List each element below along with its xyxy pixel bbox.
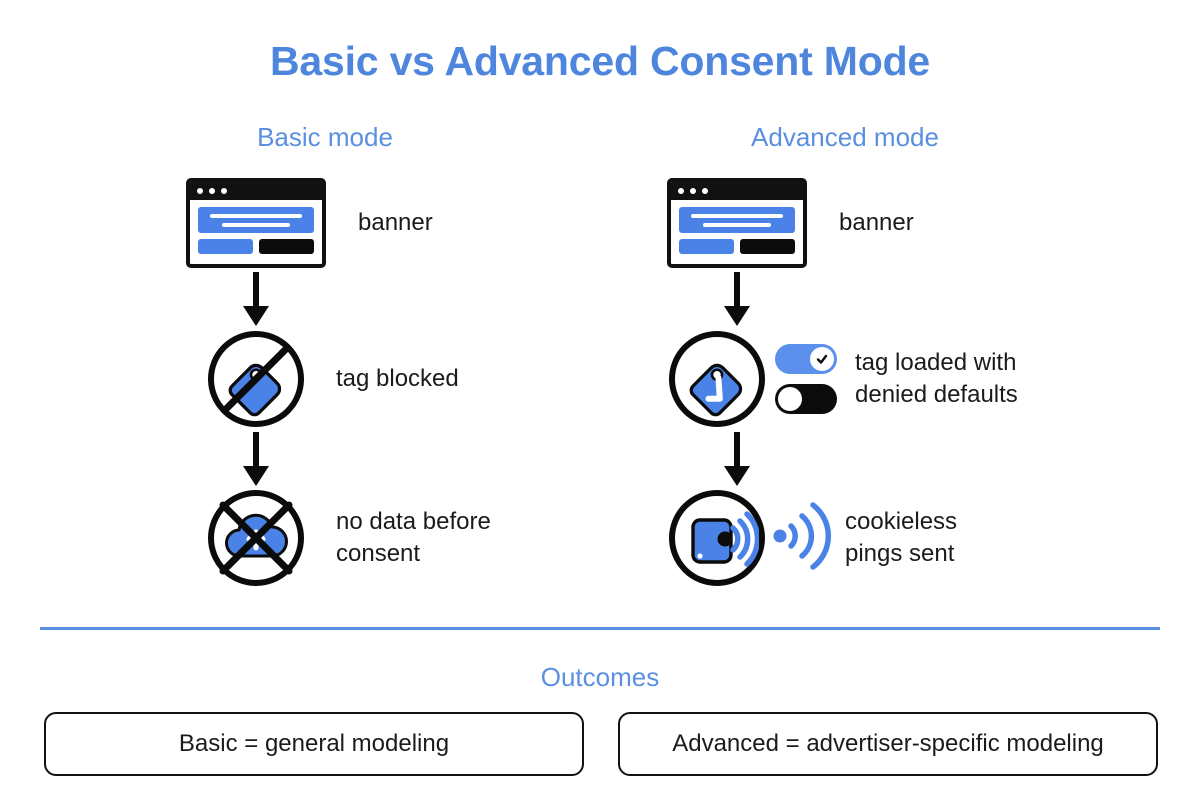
window-dot-icon [678,188,684,194]
banner-text-block [198,207,314,233]
toggle-knob [778,387,802,411]
arrow-down-icon [720,272,754,328]
window-dot-icon [702,188,708,194]
banner-body [671,200,803,261]
banner-accept-button [679,239,734,254]
banner-text-line [209,213,303,218]
section-divider [40,627,1160,630]
banner-buttons [679,239,795,254]
basic-step-banner: banner [186,178,433,268]
basic-step-tag-blocked: tag blocked [208,331,459,427]
cookieless-ping-icon [669,490,765,586]
banner-body [190,200,322,261]
banner-text-line [690,213,784,218]
outcome-box-basic-label: Basic = general modeling [178,730,450,757]
basic-step-label-banner: banner [358,209,433,237]
cloud-blocked-icon [208,490,304,586]
advanced-step-tag-loaded: tag loaded with denied defaults [669,331,1018,427]
tag-blocked-icon [208,331,304,427]
outcome-box-advanced: Advanced = advertiser-specific modeling [618,712,1158,776]
arrow-down-icon [239,272,273,328]
tag-checked-icon [669,331,765,427]
basic-step-label-tag-blocked: tag blocked [336,365,459,393]
arrow-down-icon [239,432,273,488]
column-heading-advanced: Advanced mode [751,122,939,152]
page-title: Basic vs Advanced Consent Mode [269,38,931,84]
banner-icon [186,178,326,268]
toggle-knob [810,347,834,371]
outcome-box-advanced-label: Advanced = advertiser-specific modeling [672,730,1104,757]
consent-toggle-group [775,344,837,414]
window-dot-icon [197,188,203,194]
banner-titlebar [671,182,803,200]
outcome-box-basic: Basic = general modeling [44,712,584,776]
banner-reject-button [740,239,795,254]
column-heading-basic: Basic mode [257,122,393,152]
basic-step-no-data: no data before consent [208,490,491,586]
consent-toggle-granted[interactable] [775,344,837,374]
advanced-step-banner: banner [667,178,914,268]
banner-text-line [703,222,771,227]
window-dot-icon [209,188,215,194]
outcomes-heading: Outcomes [540,662,660,692]
advanced-step-pings: cookieless pings sent [669,490,957,586]
consent-toggle-denied[interactable] [775,384,837,414]
arrow-down-icon [720,432,754,488]
banner-icon [667,178,807,268]
basic-step-label-no-data: no data before consent [336,508,491,567]
banner-accept-button [198,239,253,254]
window-dot-icon [221,188,227,194]
banner-buttons [198,239,314,254]
advanced-step-label-banner: banner [839,209,914,237]
window-dot-icon [690,188,696,194]
banner-reject-button [259,239,314,254]
advanced-step-label-tag-loaded: tag loaded with denied defaults [855,349,1018,408]
wifi-signal-icon [771,493,833,584]
advanced-step-label-pings: cookieless pings sent [845,508,958,567]
banner-text-block [679,207,795,233]
banner-text-line [222,222,290,227]
banner-titlebar [190,182,322,200]
